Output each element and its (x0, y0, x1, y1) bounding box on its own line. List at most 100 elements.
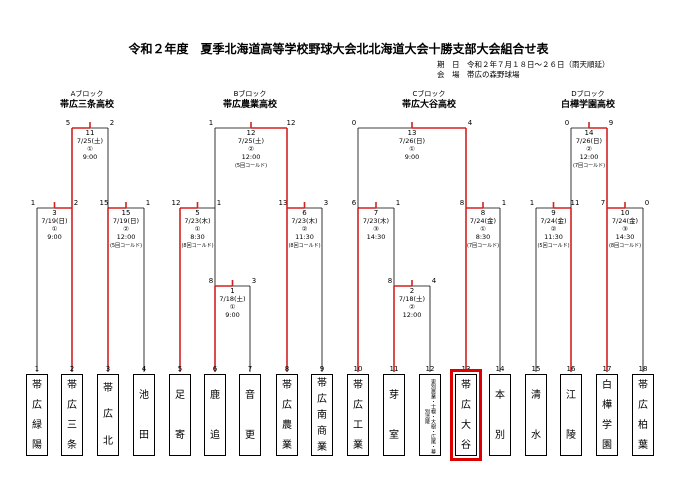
match-time: 11:30 (544, 233, 563, 241)
match-round: ② (248, 145, 254, 153)
match-round: ① (87, 145, 93, 153)
team-name: 池田 (139, 389, 149, 441)
match-date: 7/26(日) (576, 137, 602, 145)
team-number: 7 (247, 365, 253, 373)
match-number: 2 (410, 287, 414, 295)
block-c-winner: 帯広大谷高校 (401, 100, 456, 110)
match-note: (8回コールド) (288, 243, 320, 249)
match-time: 12:00 (242, 153, 261, 161)
team-box: 帯広三条 (61, 374, 83, 456)
score-left: 12 (172, 199, 181, 207)
team-name: 帯広大谷 (461, 379, 471, 451)
score-right: 9 (609, 119, 613, 127)
score-right: 0 (645, 199, 649, 207)
team-number: 6 (212, 365, 218, 373)
team-box: 足寄 (169, 374, 191, 456)
match-note: (8回コールド) (181, 243, 213, 249)
team-box: 池田 (133, 374, 155, 456)
match-date: 7/19(日) (113, 217, 139, 225)
period-value: 令和２年７月１８日～２６日（雨天順延） (467, 60, 610, 69)
match-number: 1 (230, 287, 234, 295)
team-number: 8 (284, 365, 290, 373)
match-round: ① (480, 225, 486, 233)
match-date: 7/18(土) (399, 294, 425, 303)
team-number: 16 (566, 365, 576, 373)
score-left: 0 (565, 119, 569, 127)
team-name: 芽室 (389, 389, 399, 441)
team-number: 1 (34, 365, 40, 373)
match-round: ① (195, 225, 201, 233)
match-time: 12:00 (580, 153, 599, 161)
team-number: 14 (495, 365, 505, 373)
match-number: 15 (122, 209, 131, 217)
team-box: 帯広大谷 (450, 369, 482, 461)
score-left: 1 (31, 199, 35, 207)
team-name: 鹿追 (210, 389, 220, 441)
team-box: 帯広北 (97, 374, 119, 456)
score-right: 12 (287, 119, 296, 127)
score-right: 1 (146, 199, 150, 207)
score-left: 8 (388, 277, 392, 285)
match-time: 9:00 (405, 153, 420, 161)
team-box: 帯広柏葉 (632, 374, 654, 456)
team-box: 更別農業・士幌・大樹・広尾・幕別清陵 (419, 374, 441, 456)
team-name: 足寄 (175, 389, 185, 441)
venue-label: 会 場 (437, 70, 460, 79)
team-name: 帯広南商業 (317, 377, 327, 453)
page-title: 令和２年度 夏季北海道高等学校野球大会北北海道大会十勝支部大会組合せ表 (128, 42, 549, 56)
team-number: 12 (425, 365, 435, 373)
team-number: 4 (141, 365, 147, 373)
team-box: 本別 (489, 374, 511, 456)
match-number: 13 (408, 129, 417, 137)
team-number: 18 (638, 365, 648, 373)
score-left: 8 (460, 199, 464, 207)
team-box: 白樺学園 (596, 374, 618, 456)
team-box: 帯広工業 (347, 374, 369, 456)
team-number: 5 (177, 365, 183, 373)
match-round: ① (230, 303, 236, 311)
team-number: 13 (461, 365, 471, 373)
team-name: 更別農業・士幌・大樹・広尾・幕別清陵 (424, 378, 436, 454)
team-box: 清水 (525, 374, 547, 456)
team-name: 本別 (495, 389, 505, 441)
match-time: 8:30 (476, 233, 491, 241)
team-name: 帯広緑陽 (32, 379, 42, 451)
team-name: 清水 (531, 389, 541, 441)
score-left: 0 (352, 119, 356, 127)
team-box: 芽室 (383, 374, 405, 456)
match-round: ③ (373, 225, 379, 233)
score-right: 3 (324, 199, 328, 207)
score-left: 7 (601, 199, 605, 207)
match-time: 9:00 (47, 233, 62, 241)
score-right: 4 (468, 119, 473, 127)
match-round: ② (586, 145, 592, 153)
period-label: 期 日 (437, 60, 460, 69)
team-number: 3 (105, 365, 111, 373)
team-name: 帯広北 (103, 382, 113, 448)
team-box: 帯広農業 (276, 374, 298, 456)
match-note: (7回コールド) (467, 243, 499, 249)
match-round: ① (409, 145, 415, 153)
team-name: 帯広三条 (67, 379, 77, 451)
match-date: 7/23(木) (363, 216, 389, 225)
score-left: 1 (530, 199, 534, 207)
team-name: 音更 (245, 389, 255, 441)
score-left: 6 (352, 199, 357, 207)
match-number: 14 (585, 129, 594, 137)
score-right: 2 (110, 119, 114, 127)
team-number: 11 (389, 365, 399, 373)
block-d-label: Dブロック (571, 90, 605, 98)
team-number: 17 (602, 365, 612, 373)
match-time: 14:30 (616, 233, 635, 241)
score-left: 13 (279, 199, 288, 207)
score-right: 1 (217, 199, 221, 207)
score-left: 8 (209, 277, 213, 285)
match-time: 8:30 (190, 233, 205, 241)
match-number: 8 (481, 209, 485, 217)
match-time: 12:00 (403, 311, 422, 319)
match-round: ③ (622, 225, 628, 233)
match-date: 7/25(土) (238, 136, 264, 145)
match-round: ① (52, 225, 58, 233)
match-note: (7回コールド) (573, 163, 605, 169)
score-left: 1 (209, 119, 213, 127)
